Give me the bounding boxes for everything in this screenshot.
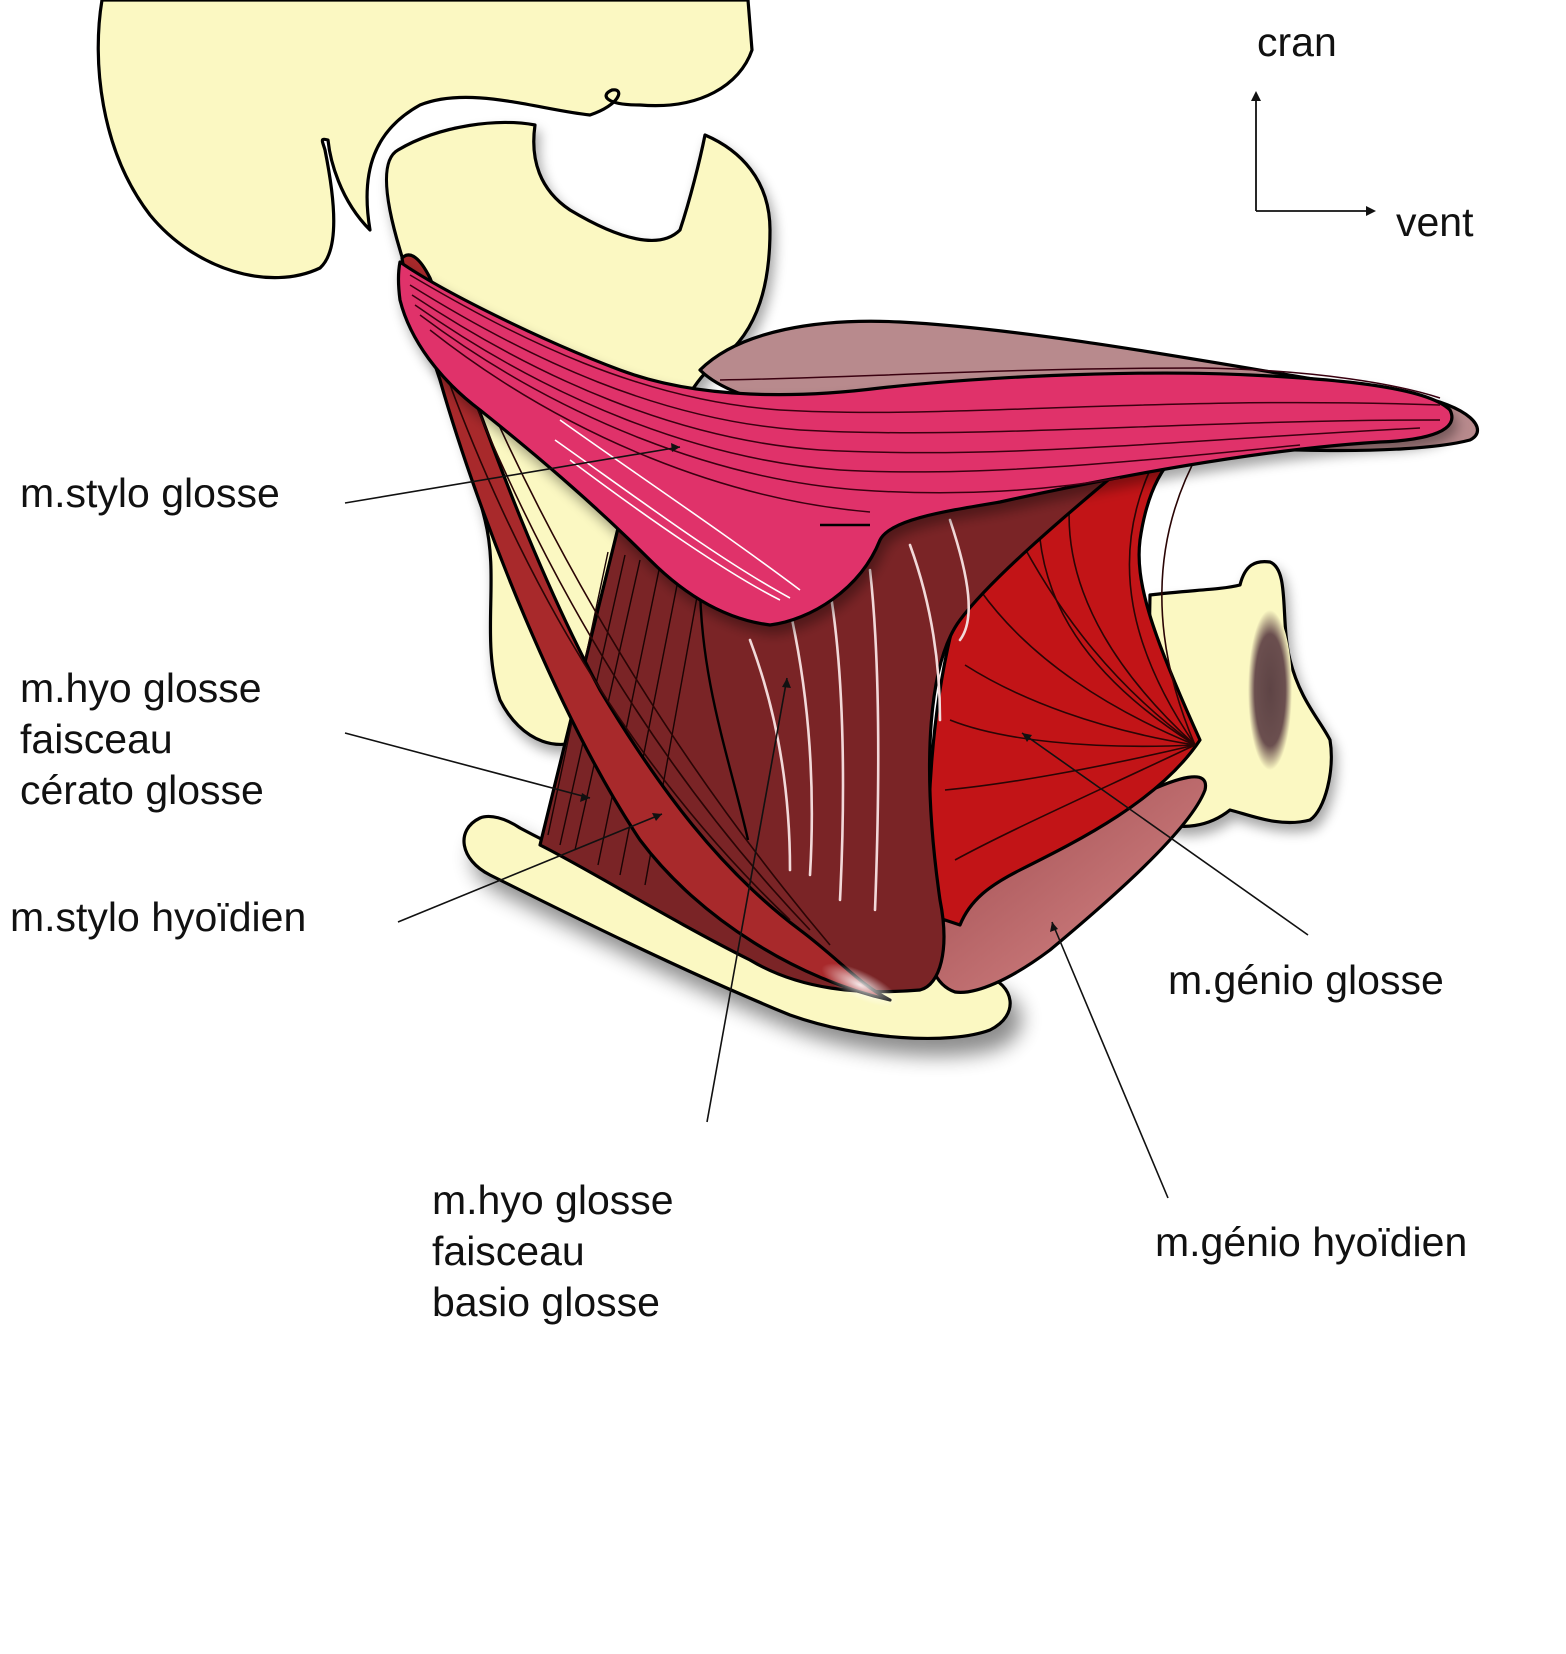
mandible-marrow-spot [1248,610,1292,770]
leader-stylo-hyoidien [397,813,663,923]
orientation-arrowheads [1251,91,1376,216]
label-stylo-hyoidien: m.stylo hyoïdien [10,892,306,943]
label-hyo-basio-line2: faisceau [432,1228,585,1274]
label-hyo-cerato-line1: m.hyo glosse [20,665,262,711]
label-stylo-glosse: m.stylo glosse [20,468,280,519]
label-stylo-glosse-text: m.stylo glosse [20,470,280,516]
label-hyo-glosse-cerato: m.hyo glosse faisceau cérato glosse [20,663,264,816]
label-hyo-cerato-line3: cérato glosse [20,767,264,813]
label-genio-hyoidien-text: m.génio hyoïdien [1155,1219,1468,1265]
leader-stylo-glosse [344,446,681,504]
styloglossus-muscle [396,260,1454,627]
label-hyo-basio-line1: m.hyo glosse [432,1177,674,1223]
hyoglossus-fibers-basio [748,518,970,912]
label-vent-text: vent [1396,199,1474,245]
leader-lines [344,446,1309,1199]
leader-hyo-basio [706,677,788,1123]
label-hyo-basio-line3: basio glosse [432,1279,660,1325]
label-hyo-glosse-basio: m.hyo glosse faisceau basio glosse [432,1175,674,1328]
label-genio-glosse-text: m.génio glosse [1168,957,1444,1003]
label-orientation-vent: vent [1396,197,1474,248]
leader-genio-hyoidien [1051,921,1169,1199]
mandible-symphysis-bone [1147,559,1333,828]
hyoglossus-inner-edge [698,579,750,841]
leader-hyo-cerato [344,732,591,799]
leader-arrowheads [580,443,1058,932]
label-orientation-cran: cran [1257,17,1337,68]
styloglossus-fibers [409,274,1441,513]
leader-genio-glosse [1021,732,1309,936]
label-stylo-hyoidien-text: m.stylo hyoïdien [10,894,307,940]
orientation-axes [1255,95,1372,212]
stylohyoid-insertion-highlight [821,963,899,1007]
label-genio-glosse: m.génio glosse [1168,955,1444,1006]
skull-bone [96,0,754,280]
label-cran-text: cran [1257,19,1337,65]
label-hyo-cerato-line2: faisceau [20,716,173,762]
label-genio-hyoidien: m.génio hyoïdien [1155,1217,1467,1268]
